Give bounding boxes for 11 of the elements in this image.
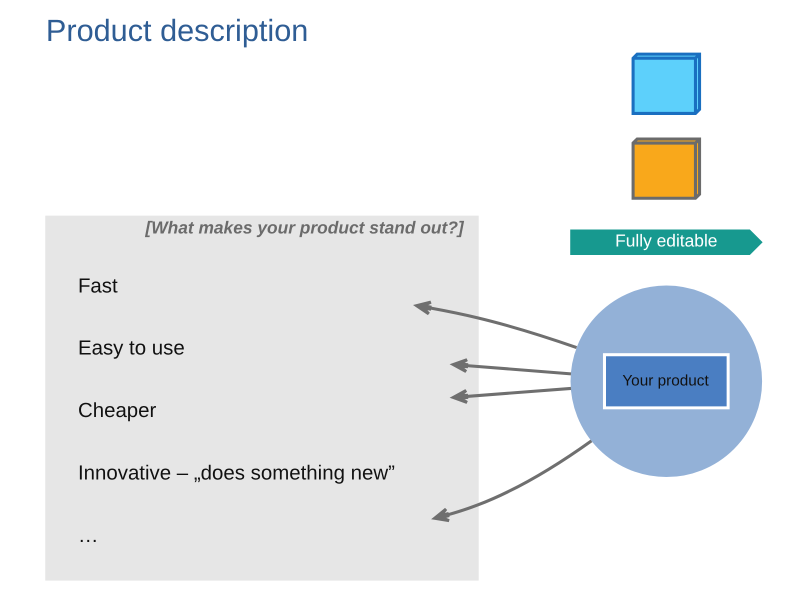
node-text: Innovative – „does something new” xyxy=(78,461,395,484)
arrow xyxy=(452,358,572,376)
node-text: Easy to use xyxy=(78,336,185,360)
node-text: Fast xyxy=(78,274,118,298)
arrow xyxy=(452,386,572,404)
diagram-title: Product description xyxy=(46,14,308,48)
node-circle: Your product xyxy=(570,286,762,478)
arrow xyxy=(415,300,578,350)
node-text: … xyxy=(78,524,98,547)
node-text: Cheaper xyxy=(78,399,156,422)
arrow xyxy=(433,440,592,522)
